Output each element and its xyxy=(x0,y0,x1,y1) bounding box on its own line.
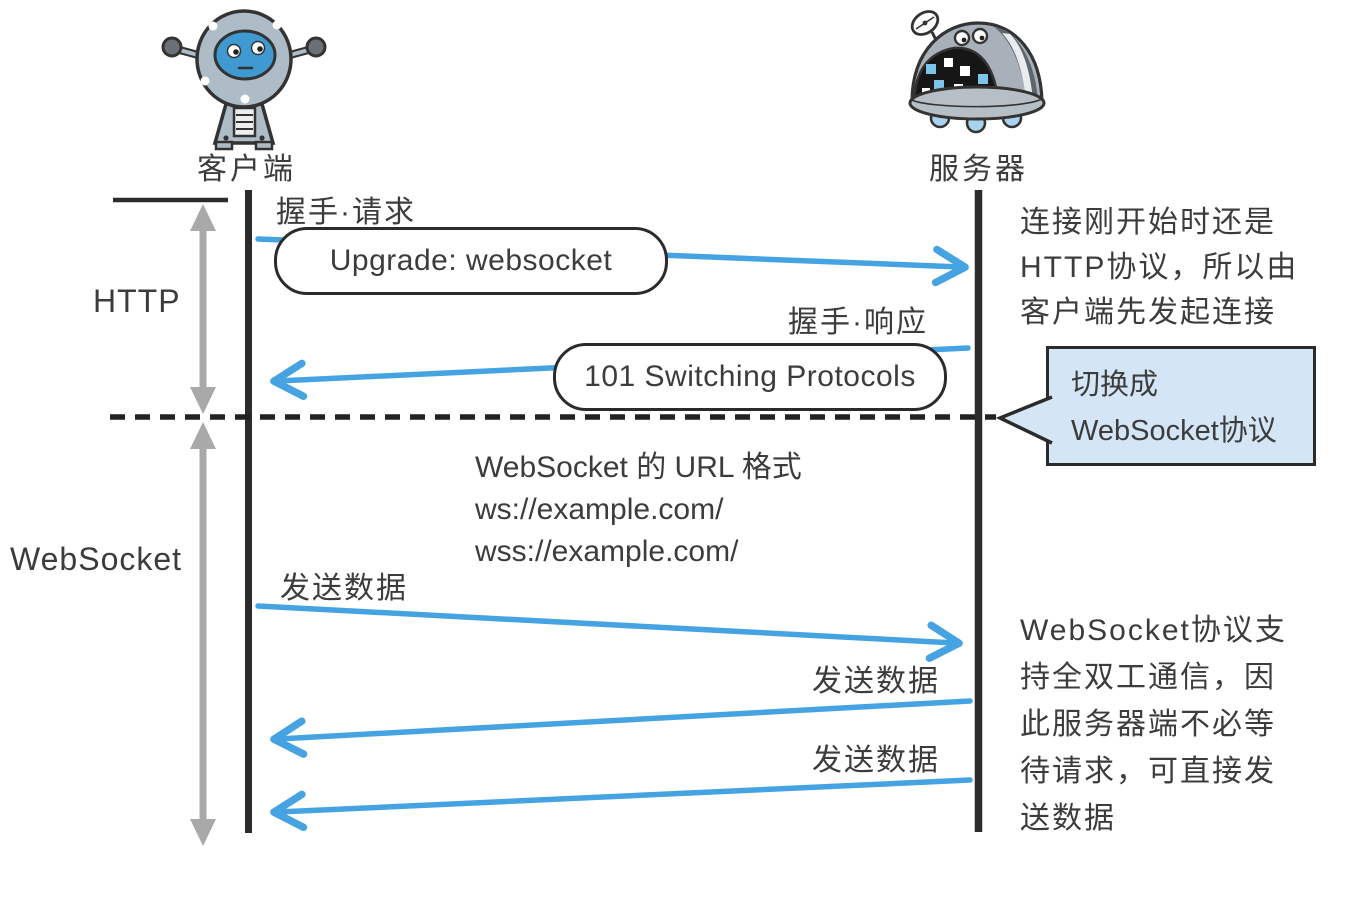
full-duplex-note-line: 此服务器端不必等 xyxy=(1020,708,1276,741)
send-data-label-1: 发送数据 xyxy=(280,572,408,605)
phase-label-websocket: WebSocket xyxy=(10,541,183,577)
websocket-span-arrow xyxy=(190,422,216,846)
url-format-note: WebSocket 的 URL 格式 ws://example.com/ wss… xyxy=(475,447,802,573)
upgrade-websocket-bubble: Upgrade: websocket xyxy=(274,227,668,295)
handshake-request-label: 握手·请求 xyxy=(276,196,416,229)
client-robot-icon xyxy=(161,9,327,151)
switch-protocol-callout-line: 切换成 xyxy=(1071,369,1159,401)
handshake-response-label: 握手·响应 xyxy=(788,306,928,339)
url-format-line: WebSocket 的 URL 格式 xyxy=(475,451,802,484)
url-format-line: ws://example.com/ xyxy=(475,493,724,526)
client-label: 客户端 xyxy=(197,153,296,186)
phase-label-http: HTTP xyxy=(93,283,181,319)
full-duplex-note: WebSocket协议支 持全双工通信，因 此服务器端不必等 待请求，可直接发 … xyxy=(1020,607,1287,842)
server-label: 服务器 xyxy=(929,153,1028,186)
http-span-arrow xyxy=(190,204,216,414)
http-start-note: 连接刚开始时还是 HTTP协议，所以由 客户端先发起连接 xyxy=(1020,200,1298,335)
server-robot-icon xyxy=(908,10,1046,134)
full-duplex-note-line: 送数据 xyxy=(1020,802,1116,835)
http-start-note-line: HTTP协议，所以由 xyxy=(1020,251,1299,284)
full-duplex-note-line: 持全双工通信，因 xyxy=(1020,661,1276,694)
switch-protocol-callout: 切换成 WebSocket协议 xyxy=(1046,346,1316,466)
send-data-arrow-2 xyxy=(270,698,973,758)
http-start-note-line: 连接刚开始时还是 xyxy=(1020,206,1276,239)
send-data-arrow-3 xyxy=(270,777,973,832)
switch-protocol-callout-line: WebSocket协议 xyxy=(1071,415,1277,447)
send-data-arrow-1 xyxy=(255,603,963,662)
switching-protocols-bubble: 101 Switching Protocols xyxy=(553,343,947,411)
send-data-label-3: 发送数据 xyxy=(812,744,940,777)
full-duplex-note-line: 待请求，可直接发 xyxy=(1020,755,1276,788)
send-data-label-2: 发送数据 xyxy=(812,665,940,698)
url-format-line: wss://example.com/ xyxy=(475,535,739,568)
full-duplex-note-line: WebSocket协议支 xyxy=(1020,614,1287,647)
callout-tail-icon xyxy=(995,395,1053,445)
http-start-note-line: 客户端先发起连接 xyxy=(1020,296,1276,329)
